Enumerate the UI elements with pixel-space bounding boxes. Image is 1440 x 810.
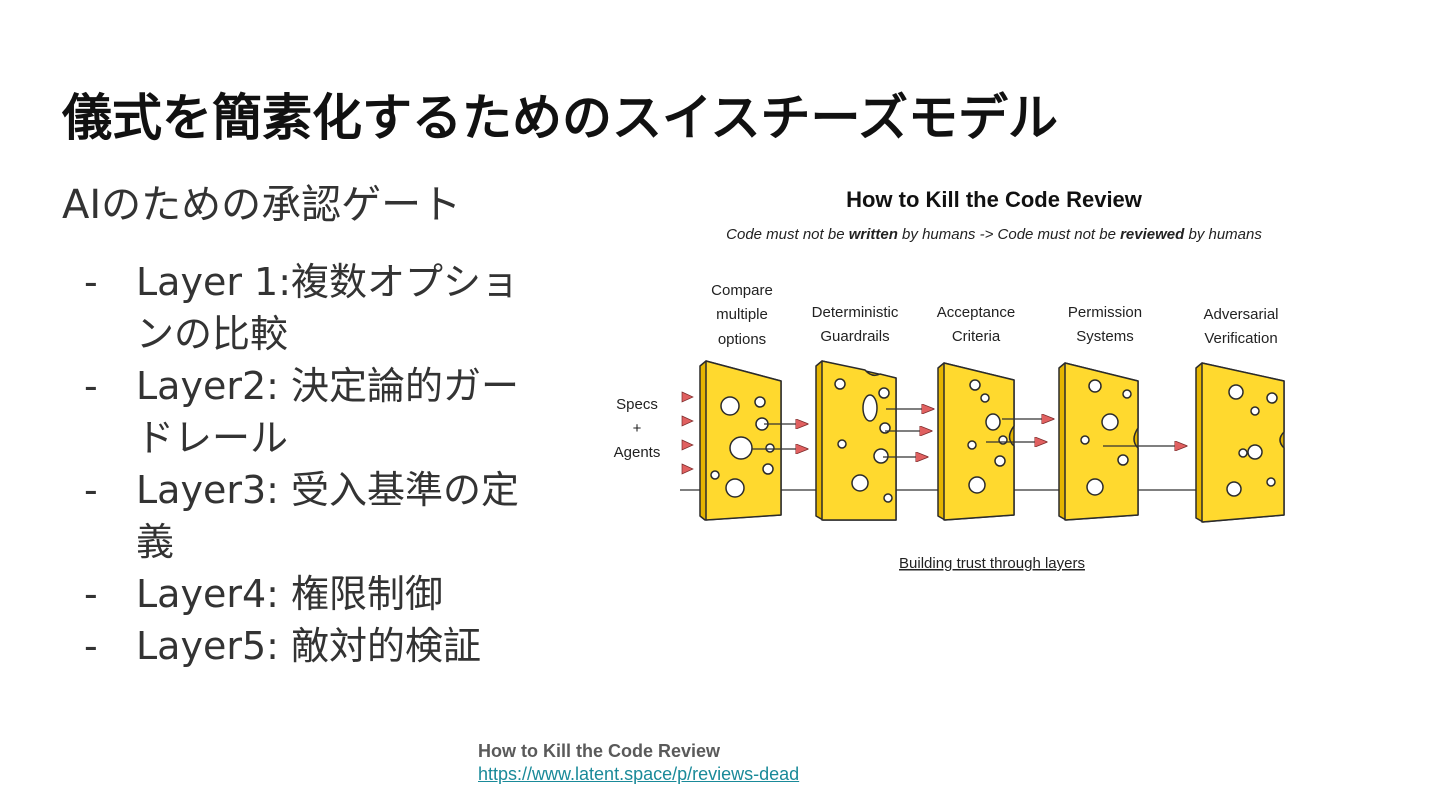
slide-title: 儀式を簡素化するためのスイスチーズモデル	[62, 89, 1058, 147]
layer-text: Layer5: 敵対的検証	[136, 624, 482, 668]
layer-text: Layer3: 受入基準の定義	[136, 468, 520, 564]
svg-text:Criteria: Criteria	[952, 328, 1001, 345]
svg-text:Specs: Specs	[616, 396, 658, 413]
bullet-dash: -	[84, 468, 98, 512]
slice-label: Deterministic Guardrails	[812, 304, 899, 345]
layer-list: - Layer 1:複数オプションの比較 - Layer2: 決定論的ガードレー…	[84, 256, 554, 672]
layer-item: - Layer3: 受入基準の定義	[84, 464, 554, 568]
layer-text: Layer4: 権限制御	[136, 572, 444, 616]
layer-item: - Layer2: 決定論的ガードレール	[84, 360, 554, 464]
cheese-slice	[1058, 362, 1139, 521]
layer-item: - Layer5: 敵対的検証	[84, 620, 554, 672]
bullet-dash: -	[84, 624, 98, 668]
slide-subtitle: AIのための承認ゲート	[62, 182, 462, 228]
source-citation: How to Kill the Code Review https://www.…	[478, 740, 799, 786]
bullet-dash: -	[84, 364, 98, 408]
cheese-slice	[815, 360, 897, 521]
bullet-dash: -	[84, 260, 98, 304]
layer-item: - Layer 1:複数オプションの比較	[84, 256, 554, 360]
layer-text: Layer2: 決定論的ガードレール	[136, 364, 520, 460]
diagram-subtitle: Code must not be written by humans -> Co…	[726, 226, 1262, 243]
source-title: How to Kill the Code Review	[478, 741, 721, 761]
svg-text:Agents: Agents	[614, 444, 661, 461]
svg-text:options: options	[718, 331, 766, 348]
svg-text:Acceptance: Acceptance	[937, 304, 1015, 321]
diagram-title: How to Kill the Code Review	[846, 187, 1143, 212]
slice-label: Compare multiple options	[711, 282, 773, 348]
swiss-cheese-diagram: How to Kill the Code Review Code must no…	[600, 178, 1300, 578]
slice-label: Acceptance Criteria	[937, 304, 1015, 345]
slice-label: Adversarial Verification	[1203, 306, 1278, 347]
svg-text:multiple: multiple	[716, 306, 768, 323]
input-label: Specs + Agents	[614, 396, 661, 461]
svg-text:+: +	[633, 420, 642, 437]
svg-text:Permission: Permission	[1068, 304, 1142, 321]
pass-arrows	[752, 409, 1185, 457]
svg-text:Verification: Verification	[1204, 330, 1277, 347]
bullet-dash: -	[84, 572, 98, 616]
source-link[interactable]: https://www.latent.space/p/reviews-dead	[478, 764, 800, 784]
input-arrows	[681, 391, 694, 475]
svg-text:Adversarial: Adversarial	[1203, 306, 1278, 323]
slice-label: Permission Systems	[1068, 304, 1142, 345]
cheese-slice	[1195, 362, 1285, 523]
layer-item: - Layer4: 権限制御	[84, 568, 554, 620]
svg-text:Deterministic: Deterministic	[812, 304, 899, 321]
layer-text: Layer 1:複数オプションの比較	[136, 260, 520, 356]
diagram-caption: Building trust through layers	[899, 555, 1085, 572]
svg-text:Guardrails: Guardrails	[820, 328, 889, 345]
svg-text:Systems: Systems	[1076, 328, 1134, 345]
svg-text:Compare: Compare	[711, 282, 773, 299]
cheese-slice	[699, 360, 782, 521]
